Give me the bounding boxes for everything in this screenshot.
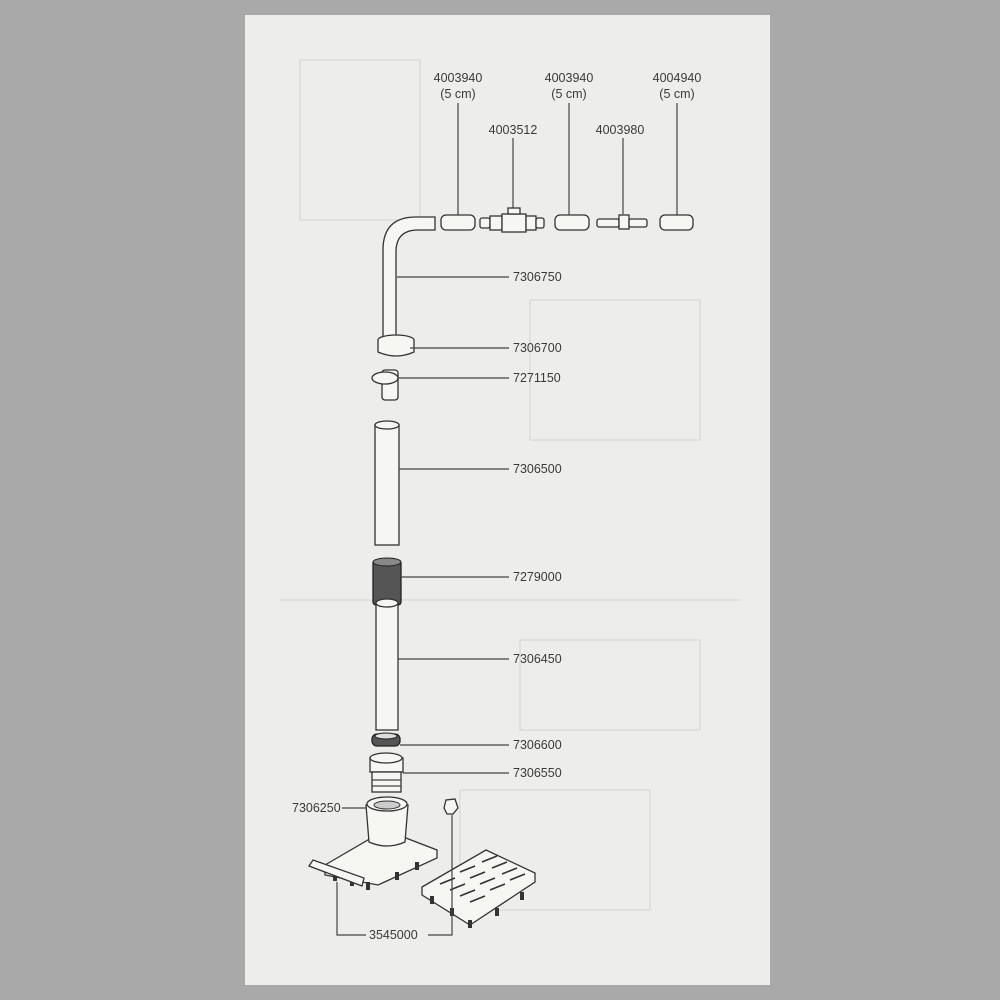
label-7306750: 7306750 (513, 270, 562, 284)
svg-text:4003940: 4003940 (434, 71, 483, 85)
elbow-pipe-7306750 (382, 216, 436, 341)
valve-4003512 (479, 207, 545, 233)
show-through-artifacts (280, 59, 740, 911)
pipe-holder-7306700 (377, 334, 415, 357)
label-7279000: 7279000 (513, 570, 562, 584)
o-ring-7306600 (371, 732, 401, 747)
label-7306500: 7306500 (513, 462, 562, 476)
label-4004940: (5 cm) 4004940 (5 cm) (653, 71, 702, 101)
label-7306250: 7306250 (292, 801, 341, 815)
label-7306550: 7306550 (513, 766, 562, 780)
label-7271150: 7271150 (513, 371, 561, 385)
side-leader-lines (336, 276, 509, 936)
pipe-7306500 (374, 420, 400, 546)
paper-sheet (245, 15, 770, 985)
svg-text:(5 cm): (5 cm) (659, 87, 694, 101)
grate-clip (443, 798, 459, 815)
pipe-7306450 (375, 598, 399, 731)
svg-text:4004940: 4004940 (653, 71, 702, 85)
sleeve-7279000 (372, 557, 402, 606)
label-4003940-a: 4003940 (5 cm) (434, 71, 483, 101)
label-4003980: 4003980 (596, 123, 645, 137)
clip-7271150 (371, 369, 399, 401)
label-7306600: 7306600 (513, 738, 562, 752)
svg-text:4003940: 4003940 (545, 71, 594, 85)
base-plate-7306250 (324, 796, 438, 890)
barbed-connector-4003980 (596, 214, 648, 230)
adapter-7306550 (369, 752, 404, 793)
tube-piece-4003940-b (554, 214, 590, 231)
grate-plate-3545000 (421, 849, 536, 928)
label-7306700: 7306700 (513, 341, 562, 355)
svg-text:(5 cm): (5 cm) (440, 87, 475, 101)
label-4003512: 4003512 (489, 123, 538, 137)
side-rail-3545000 (308, 859, 365, 887)
label-4003940-b: 4003940 (5 cm) (545, 71, 594, 101)
tube-piece-4004940 (659, 214, 694, 231)
label-3545000: 3545000 (369, 928, 418, 942)
tube-piece-4003940-a (440, 214, 476, 231)
label-7306450: 7306450 (513, 652, 562, 666)
svg-text:(5 cm): (5 cm) (551, 87, 586, 101)
top-leader-lines (457, 103, 678, 216)
